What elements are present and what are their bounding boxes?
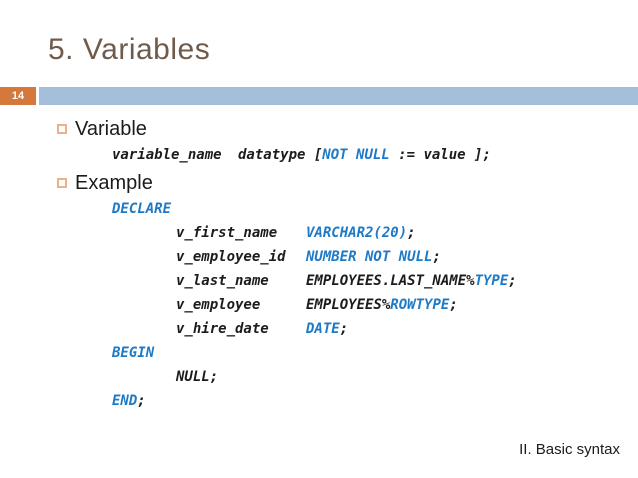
- code-keyword: DATE: [306, 321, 340, 337]
- code-keyword: VARCHAR2(20): [306, 225, 408, 241]
- variable-syntax-code: variable_name datatype [NOT NULL := value…: [112, 143, 491, 167]
- code-keyword: END: [112, 393, 138, 409]
- code-keyword: NUMBER NOT NULL: [306, 249, 433, 265]
- code-text: v_hire_date: [176, 321, 269, 337]
- code-line: NULL;: [112, 365, 517, 389]
- code-line: v_employee EMPLOYEES%ROWTYPE;: [112, 293, 517, 317]
- title-divider-bar: [39, 87, 638, 105]
- footer-section-label: II. Basic syntax: [519, 441, 620, 458]
- code-keyword: ROWTYPE: [390, 297, 450, 313]
- slide-title: 5. Variables: [48, 33, 211, 66]
- code-text: := value ];: [389, 147, 491, 163]
- code-keyword: TYPE: [474, 273, 509, 289]
- code-line: v_hire_date DATE;: [112, 317, 517, 341]
- code-line: DECLARE: [112, 197, 517, 221]
- code-text: EMPLOYEES%: [306, 297, 391, 313]
- code-text: ;: [508, 273, 517, 289]
- code-line: v_employee_id NUMBER NOT NULL;: [112, 245, 517, 269]
- code-text: v_employee_id: [176, 249, 286, 265]
- section-heading-example: Example: [75, 172, 153, 194]
- code-text: ;: [137, 393, 146, 409]
- code-text: EMPLOYEES.LAST_NAME%: [306, 273, 475, 289]
- code-keyword: BEGIN: [112, 345, 155, 361]
- code-text: variable_name: [112, 147, 222, 163]
- code-keyword: NOT NULL: [322, 147, 390, 163]
- bullet-square-icon: [57, 124, 67, 134]
- code-line: v_first_name VARCHAR2(20);: [112, 221, 517, 245]
- bullet-square-icon: [57, 178, 67, 188]
- code-text: ;: [339, 321, 349, 337]
- code-text: ;: [432, 249, 441, 265]
- page-number-badge: 14: [0, 87, 36, 105]
- code-text: v_first_name: [176, 225, 278, 241]
- code-keyword: DECLARE: [112, 201, 172, 217]
- page-number: 14: [11, 90, 25, 102]
- code-text: v_last_name: [176, 273, 269, 289]
- code-text: v_employee: [176, 297, 261, 313]
- code-text: NULL;: [176, 369, 219, 385]
- code-line: v_last_name EMPLOYEES.LAST_NAME%TYPE;: [112, 269, 517, 293]
- code-line: variable_name datatype [NOT NULL := value…: [112, 143, 491, 167]
- code-text: datatype [: [238, 147, 323, 163]
- code-text: ;: [407, 225, 416, 241]
- section-heading-variable: Variable: [75, 118, 147, 140]
- code-line: BEGIN: [112, 341, 517, 365]
- code-line: END;: [112, 389, 517, 413]
- code-text: ;: [449, 297, 458, 313]
